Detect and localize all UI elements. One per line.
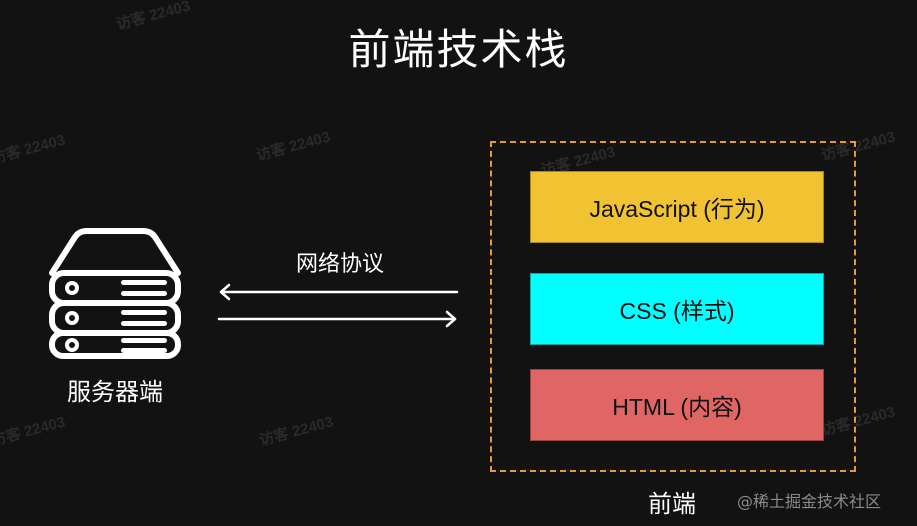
- layer-javascript: JavaScript (行为): [530, 171, 824, 243]
- credit-watermark: @稀土掘金技术社区: [737, 492, 882, 511]
- watermark: 访客 22403: [0, 131, 68, 168]
- server-rack-icon: [49, 228, 181, 359]
- watermark: 访客 22403: [254, 128, 333, 165]
- protocol-label: 网络协议: [295, 252, 384, 277]
- layer-html-label: HTML (内容): [612, 394, 742, 420]
- watermark: 访客 22403: [0, 413, 68, 450]
- layer-css: CSS (样式): [530, 273, 824, 345]
- frontend-label: 前端: [648, 490, 696, 518]
- watermark: 访客 22403: [257, 413, 336, 450]
- layer-javascript-label: JavaScript (行为): [589, 196, 765, 222]
- arrow-right-icon: [217, 310, 457, 328]
- server-label: 服务器端: [67, 378, 163, 406]
- bidirectional-arrows: [217, 283, 459, 328]
- frontend-container: [490, 141, 856, 472]
- page-title: 前端技术栈: [348, 25, 569, 74]
- arrow-left-icon: [219, 283, 459, 301]
- layer-css-label: CSS (样式): [619, 298, 735, 324]
- layer-html: HTML (内容): [530, 369, 824, 441]
